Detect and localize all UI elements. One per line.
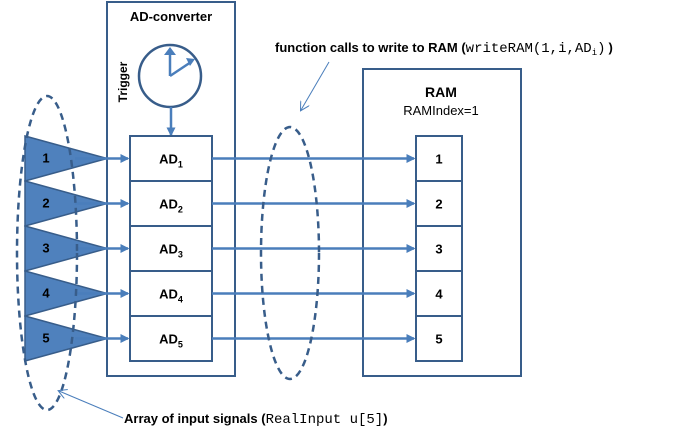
adc-channel-sub: 4 xyxy=(178,295,183,305)
input-signal-list: 1 2 3 4 5 xyxy=(24,135,110,362)
adc-channel-label: AD1 xyxy=(159,152,183,170)
function-calls-annotation: function calls to write to RAM (writeRAM… xyxy=(275,40,613,58)
function-calls-code-sub: i xyxy=(592,48,597,58)
adc-channel-base: AD xyxy=(159,152,178,167)
adc-channel-label: AD3 xyxy=(159,242,183,260)
adc-channel-box xyxy=(129,315,213,362)
adc-channel-sub: 1 xyxy=(178,160,183,170)
function-calls-pointer xyxy=(301,61,330,110)
function-calls-code-close: ) xyxy=(597,41,605,57)
function-calls-suffix: ) xyxy=(609,40,613,55)
triangle-signal-icon xyxy=(24,135,110,182)
ram-cell-label: 5 xyxy=(435,332,442,347)
ram-cell-label: 1 xyxy=(435,152,442,167)
trigger-label: Trigger xyxy=(116,61,130,102)
input-array-ellipse xyxy=(15,94,79,412)
input-array-pointer xyxy=(59,391,124,419)
clock-icon xyxy=(137,43,203,109)
ram-cell-list: 1 2 3 4 5 xyxy=(415,135,463,362)
adc-channel-base: AD xyxy=(159,287,178,302)
write-arrows xyxy=(212,154,416,343)
function-calls-code: writeRAM(1,i,AD xyxy=(466,41,592,57)
input-signal-label: 1 xyxy=(42,151,49,166)
ram-cell-label: 3 xyxy=(435,242,442,257)
ram-title: RAM xyxy=(425,84,457,100)
ram-index-label: RAMIndex=1 xyxy=(403,103,479,118)
input-array-prefix: Array of input signals ( xyxy=(124,411,266,426)
input-array-annotation: Array of input signals (RealInput u[5]) xyxy=(124,411,388,428)
input-signal-label: 4 xyxy=(42,286,50,301)
ram-cell xyxy=(415,315,463,362)
input-signal-label: 2 xyxy=(42,196,49,211)
adc-title: AD-converter xyxy=(130,9,212,24)
input-arrows xyxy=(75,154,130,343)
ram-cell xyxy=(415,180,463,227)
adc-channel-base: AD xyxy=(159,242,178,257)
adc-channel-base: AD xyxy=(159,332,178,347)
adc-channel-sub: 5 xyxy=(178,340,183,350)
input-array-suffix: ) xyxy=(383,411,387,426)
ram-cell-label: 2 xyxy=(435,197,442,212)
input-signal-label: 3 xyxy=(42,241,49,256)
input-array-code: RealInput u[5] xyxy=(266,412,384,428)
triangle-signal-icon xyxy=(24,225,110,272)
adc-channel-sub: 2 xyxy=(178,205,183,215)
function-calls-prefix: function calls to write to RAM ( xyxy=(275,40,466,55)
ram-cell-label: 4 xyxy=(435,287,443,302)
adc-channel-sub: 3 xyxy=(178,250,183,260)
adc-channel-box xyxy=(129,225,213,272)
input-signal-label: 5 xyxy=(42,331,49,346)
adc-channel-label: AD5 xyxy=(159,332,183,350)
adc-channel-label: AD2 xyxy=(159,197,183,215)
adc-channel-label: AD4 xyxy=(159,287,183,305)
function-calls-ellipse xyxy=(259,125,321,381)
triangle-signal-icon xyxy=(24,315,110,362)
adc-channel-base: AD xyxy=(159,197,178,212)
triangle-signal-icon xyxy=(24,270,110,317)
triangle-signal-icon xyxy=(24,180,110,227)
ram-cell xyxy=(415,270,463,317)
